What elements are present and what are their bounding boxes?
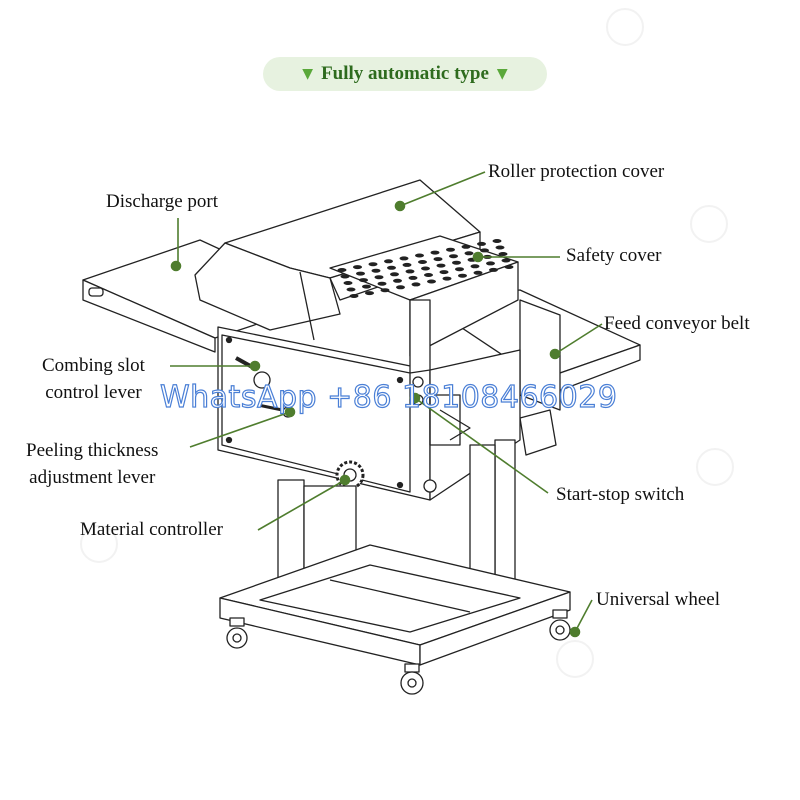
safety-cover-hole [343, 281, 353, 285]
label-safety-cover: Safety cover [566, 245, 662, 266]
safety-cover-hole [390, 272, 399, 277]
title-banner: ▼ Fully automatic type ▼ [263, 57, 547, 91]
whatsapp-watermark: WhatsApp +86 18108466029 [159, 379, 618, 415]
safety-cover-hole [393, 278, 402, 283]
safety-cover-hole [489, 267, 498, 272]
front-panel [217, 299, 521, 501]
safety-cover-hole [446, 247, 455, 252]
safety-cover-hole [458, 273, 467, 278]
safety-cover-hole [371, 268, 381, 273]
safety-cover-hole [399, 256, 409, 261]
safety-cover-hole [340, 274, 350, 279]
safety-cover-hole [365, 291, 374, 296]
base-frame [219, 544, 571, 666]
safety-cover-hole [411, 282, 421, 287]
safety-cover-hole [337, 268, 347, 272]
label-universal-wheel: Universal wheel [596, 589, 720, 610]
material-controller-wheel [335, 460, 365, 490]
safety-cover-hole [377, 281, 387, 286]
safety-cover-hole [477, 241, 486, 246]
label-start-stop-switch: Start-stop switch [556, 484, 685, 505]
triangle-down-icon: ▼ [496, 66, 508, 82]
safety-cover-hole [387, 265, 396, 270]
safety-cover-hole [436, 263, 446, 268]
safety-cover-hole [449, 254, 458, 259]
safety-cover-hole [356, 271, 365, 276]
logo-watermark-icon [556, 640, 594, 678]
logo-watermark-icon [80, 525, 118, 563]
safety-cover-hole [396, 285, 405, 290]
safety-cover-hole [402, 262, 412, 267]
safety-cover-hole [492, 239, 502, 243]
label-material-controller: Material controller [80, 519, 223, 540]
safety-cover-hole [346, 287, 356, 292]
safety-cover-hole [501, 258, 511, 263]
label-combing-slot-control-lever: Combing slot control lever [42, 355, 145, 403]
safety-cover-hole [427, 279, 436, 284]
safety-cover-hole [424, 273, 433, 277]
safety-cover-hole [470, 264, 480, 269]
safety-cover-hole [384, 259, 393, 264]
safety-cover-hole [430, 250, 440, 255]
label-peeling-thickness-adjustment-lever: Peeling thickness adjustment lever [26, 440, 159, 488]
safety-cover-hole [452, 260, 461, 265]
leader-lines [170, 171, 603, 638]
safety-cover-hole [405, 269, 415, 274]
safety-cover-hole [486, 261, 495, 266]
label-feed-conveyor-belt: Feed conveyor belt [604, 313, 750, 334]
safety-cover-hole [415, 253, 424, 258]
safety-cover-hole [374, 275, 384, 280]
safety-cover-hole [433, 257, 443, 262]
safety-cover-hole [418, 260, 427, 264]
safety-cover-hole [442, 276, 452, 281]
safety-cover-hole [504, 265, 514, 269]
safety-cover-hole [421, 266, 430, 271]
safety-cover-hole [380, 288, 390, 293]
safety-cover-hole [461, 244, 471, 249]
label-roller-protection-cover: Roller protection cover [488, 161, 665, 182]
safety-cover-hole [498, 252, 508, 256]
safety-cover-hole [349, 294, 359, 298]
safety-cover-hole [480, 248, 489, 253]
logo-watermark-icon [696, 448, 734, 486]
safety-cover-hole [439, 270, 449, 275]
safety-cover-hole [473, 270, 483, 275]
safety-cover-hole [455, 267, 464, 272]
safety-cover-hole [495, 245, 505, 250]
triangle-down-icon: ▼ [302, 66, 314, 82]
safety-cover-hole [362, 284, 371, 289]
label-discharge-port: Discharge port [106, 191, 219, 212]
safety-cover-hole [359, 278, 368, 283]
safety-cover-hole [464, 251, 474, 256]
universal-wheels [226, 609, 571, 695]
logo-watermark-icon [606, 8, 644, 46]
safety-cover-hole [353, 265, 362, 270]
safety-cover-hole [408, 275, 418, 280]
logo-watermark-icon [690, 205, 728, 243]
diagram-title: Fully automatic type [321, 63, 489, 84]
safety-cover-hole [368, 262, 378, 267]
